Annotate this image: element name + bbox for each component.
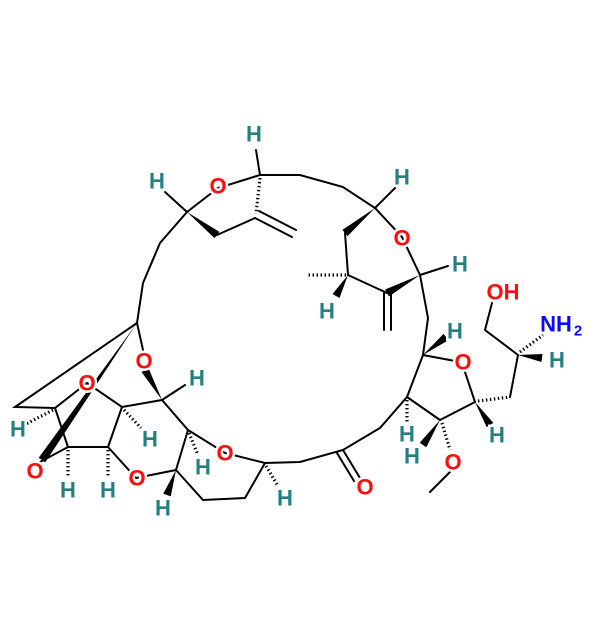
bond [107,406,123,448]
bond [464,371,476,403]
hydrogen-label: H [195,455,211,480]
wedge-bond [141,368,162,400]
bond [107,446,137,479]
wedge-bond [419,420,440,448]
h-bond [419,265,449,276]
ketone-oxygen-label: O [356,475,373,500]
double-bond [258,210,297,231]
oxygen-label: O [454,350,471,375]
wedge-bond [342,208,375,237]
hydrogen-label: H [447,319,463,344]
bond [347,274,388,294]
amine-label: NH [540,312,572,337]
bond [344,232,349,276]
hydrogen-label: H [60,478,76,503]
wedge-bond [423,333,449,355]
bond [135,469,177,479]
bond [439,401,476,421]
double-bond [254,217,293,238]
oxygen-label: O [128,466,145,491]
hashed-bond [519,333,544,354]
oxygen-label: O [26,459,43,484]
atom-labels: O O O O O O O O O O OH NH 2 H H H H H H … [8,119,585,523]
h-bond [255,149,261,176]
hydrogen-label: H [549,348,565,373]
oxygen-label: O [78,371,95,396]
hydrogen-label: H [155,496,171,521]
oxygen-label: O [216,441,233,466]
wedge-bonds [38,208,543,497]
carbonyl-bond [336,452,355,482]
hydroxyl-label: OH [487,280,520,305]
carbonyl-bond [342,449,361,479]
oxygen-label: O [393,226,410,251]
wedge-bond [187,212,220,239]
methoxy-oxygen-label: O [444,450,461,475]
hashed-bond [477,395,511,403]
h-bond [374,187,396,209]
bond [136,322,144,351]
h-bond [164,191,188,213]
hydrogen-label: H [489,423,505,448]
wedge-bond [163,470,176,497]
bond [175,462,266,502]
amine-subscript: 2 [574,323,582,340]
hashed-bond [25,408,54,426]
bonds [11,149,520,502]
wedge-bond [475,402,494,428]
hydrogen-label: H [142,427,158,452]
hashed-bond [440,422,452,451]
hydrogen-label: H [404,444,420,469]
hydrogen-label: H [189,366,205,391]
hydrogen-label: H [399,422,415,447]
hydrogen-label: H [100,478,116,503]
oxygen-label: O [209,174,226,199]
hashed-bond [264,465,280,487]
oxygen-label: O [135,349,152,374]
hashed-bond [254,177,262,215]
hydrogen-label: H [394,165,410,190]
bond [483,302,520,398]
bond [216,217,256,236]
hydrogen-label: H [452,252,468,277]
methoxy-bond [429,471,451,493]
bond [406,396,441,421]
hydrogen-label: H [246,122,262,147]
bond [175,429,189,471]
hydrogen-label: H [277,486,293,511]
macrocycle-bond [11,174,430,465]
h-bond [161,384,186,401]
wedge-bond [385,275,420,297]
hashed-bond [122,408,143,430]
hydrogen-label: H [149,169,165,194]
bond [422,354,456,362]
hashed-bonds [25,177,544,487]
hydrogen-label: H [319,299,335,324]
wedge-bond [38,323,137,463]
wedge-bond [332,275,348,298]
wedge-bond [518,354,543,362]
hydrogen-label: H [10,417,26,442]
